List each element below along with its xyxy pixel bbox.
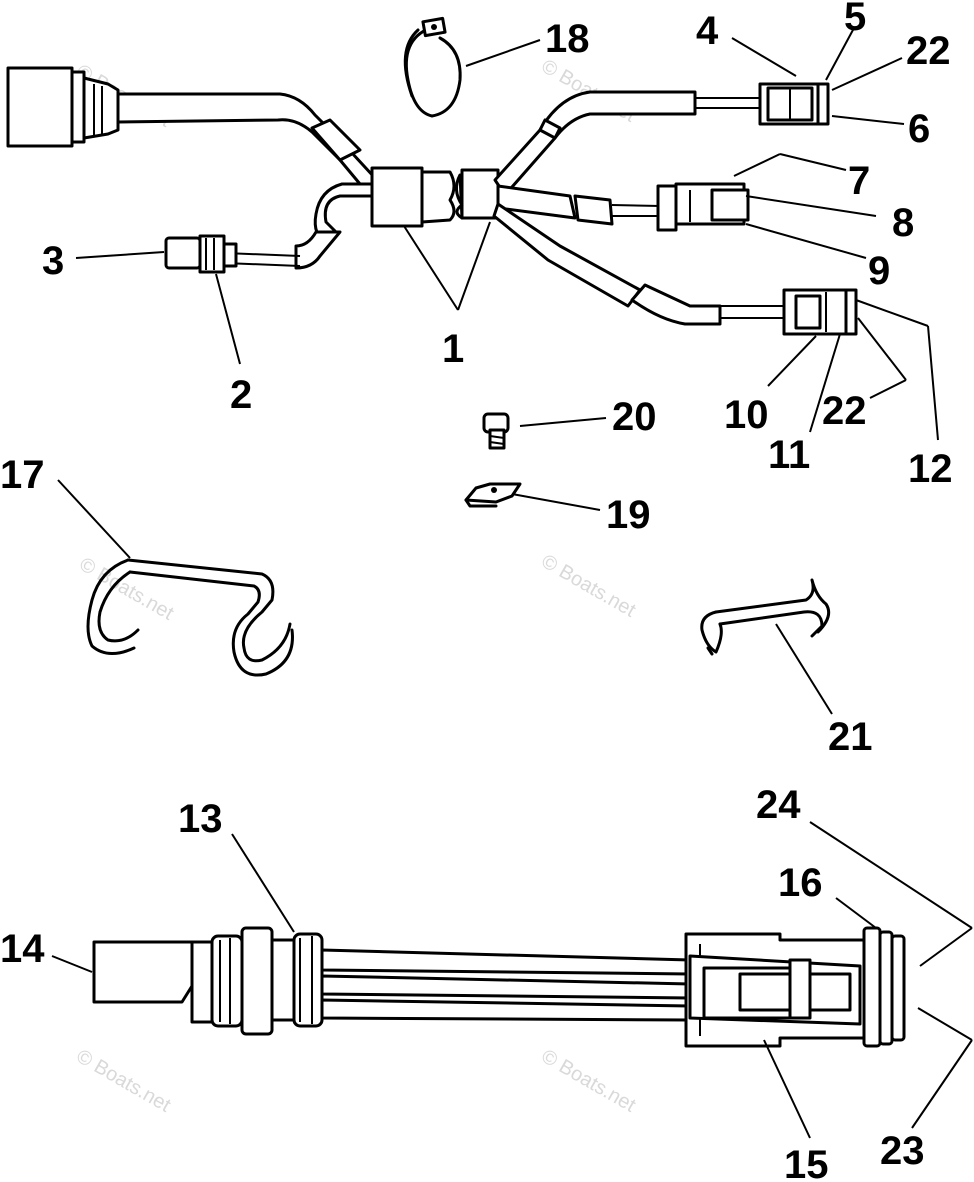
seal-12 xyxy=(844,288,858,336)
seal-24 xyxy=(878,930,894,1046)
callout-5: 5 xyxy=(844,0,866,39)
callout-22-mid: 22 xyxy=(822,389,867,433)
callout-23: 23 xyxy=(880,1129,925,1173)
callout-22-top: 22 xyxy=(906,29,951,73)
callout-3: 3 xyxy=(42,239,64,283)
callout-24: 24 xyxy=(756,783,801,827)
junction-sleeve-right xyxy=(460,168,500,220)
callout-21: 21 xyxy=(828,715,873,759)
connector-8-rear xyxy=(656,184,678,232)
callout-14: 14 xyxy=(0,927,45,971)
clip-21 xyxy=(700,578,831,656)
bracket-17 xyxy=(86,558,294,677)
callout-labels: 18 4 5 22 6 7 8 9 3 1 2 10 22 11 12 20 1… xyxy=(0,0,953,1182)
middle-branch-cable xyxy=(496,184,577,220)
strap-18 xyxy=(403,16,462,118)
callout-18: 18 xyxy=(545,17,590,61)
wiring-harness xyxy=(6,66,858,336)
callout-8: 8 xyxy=(892,201,914,245)
callout-9: 9 xyxy=(868,249,890,293)
upper-branch-cable xyxy=(493,90,697,197)
bottom-connector-assembly xyxy=(92,926,906,1048)
callout-2: 2 xyxy=(230,373,252,417)
callout-12: 12 xyxy=(908,447,953,491)
lower-branch-cable xyxy=(492,202,642,308)
sensor-3-grommet xyxy=(198,234,226,274)
connector-8-latch xyxy=(710,188,750,222)
leader-lines xyxy=(51,27,973,1139)
watermark: © Boats.net xyxy=(538,550,640,622)
terminal-14 xyxy=(92,940,194,1004)
callout-19: 19 xyxy=(606,493,651,537)
callout-7: 7 xyxy=(848,159,870,203)
callout-13: 13 xyxy=(178,797,223,841)
seal-23 xyxy=(890,934,906,1042)
junction-sleeve-left xyxy=(370,166,424,228)
callout-6: 6 xyxy=(908,107,930,151)
main-plug-body xyxy=(6,66,74,148)
screw-20 xyxy=(482,412,510,450)
clip-19 xyxy=(464,482,522,508)
watermark: © Boats.net xyxy=(538,1045,640,1117)
seal-16 xyxy=(862,926,882,1048)
grommet-13 xyxy=(240,926,274,1036)
callout-4: 4 xyxy=(696,9,719,53)
callout-16: 16 xyxy=(778,861,823,905)
sensor-3 xyxy=(164,236,202,270)
seal-5 xyxy=(816,82,830,126)
callout-10: 10 xyxy=(724,393,769,437)
callout-1: 1 xyxy=(442,327,464,371)
callout-15: 15 xyxy=(784,1143,829,1182)
main-plug-ring xyxy=(70,70,86,144)
watermark: © Boats.net xyxy=(73,1045,175,1117)
callout-11: 11 xyxy=(768,433,810,477)
callout-17: 17 xyxy=(0,453,45,497)
callout-20: 20 xyxy=(612,395,657,439)
